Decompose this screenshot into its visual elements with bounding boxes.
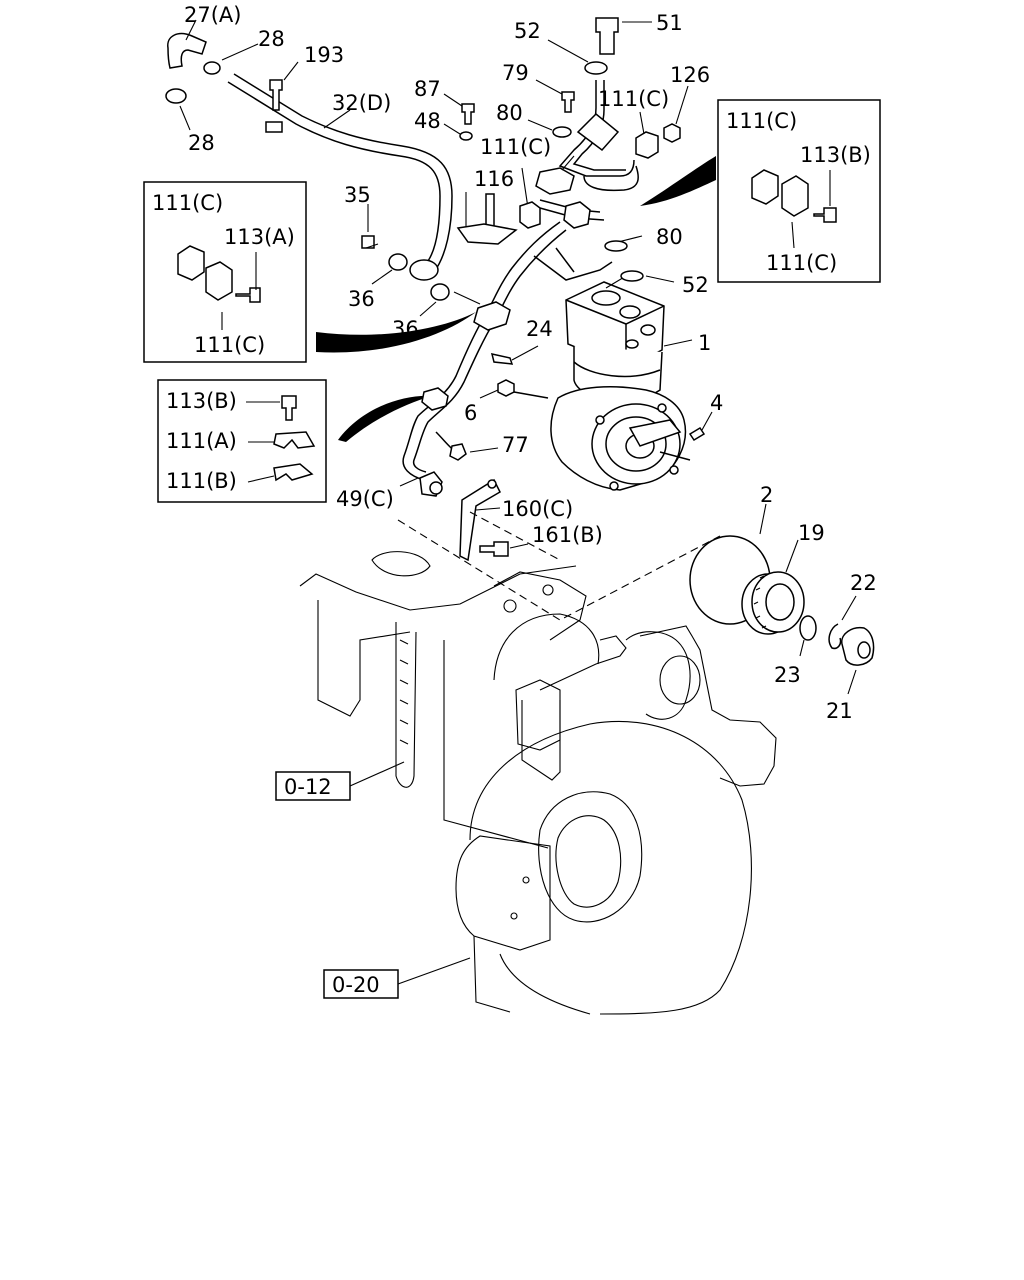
- bolt-icon: [461, 103, 475, 125]
- bolt-icon: [479, 541, 509, 557]
- inset-clamp-111ab: 113(B) 111(A) 111(B): [157, 379, 327, 503]
- flywheel-housing: [443, 640, 752, 1015]
- washer-icon: [388, 253, 408, 271]
- callout-19: 19: [798, 521, 825, 545]
- clamp-icon: [635, 131, 659, 159]
- clamp-half-icon: [781, 175, 809, 217]
- callout-111b: 111(B): [166, 469, 237, 493]
- callout-113b: 113(B): [800, 143, 871, 167]
- callout-4: 4: [710, 391, 723, 415]
- snap-ring-22: [828, 623, 842, 650]
- gear-19: [741, 571, 805, 635]
- section-swoosh: [640, 156, 716, 206]
- callout-51: 51: [656, 11, 683, 35]
- callout-28: 28: [258, 27, 285, 51]
- callout-111c: 111(C): [598, 87, 669, 111]
- callouts: 27(A) 28 28 193 32(D) 87 48 79 80 52 51 …: [184, 3, 877, 723]
- callout-21: 21: [826, 699, 853, 723]
- callout-27a: 27(A): [184, 3, 241, 27]
- section-swoosh: [338, 395, 432, 442]
- washer-icon: [620, 270, 644, 282]
- reference-label: 0-20: [332, 973, 380, 997]
- callout-161b: 161(B): [532, 523, 603, 547]
- callout-36: 36: [392, 317, 419, 341]
- oil-pipe-32d: [227, 73, 453, 281]
- callout-111c: 111(C): [152, 191, 223, 215]
- bolt-icon: [561, 91, 575, 113]
- callout-2: 2: [760, 483, 773, 507]
- nut-icon: [663, 123, 681, 143]
- bolt-icon: [235, 287, 261, 303]
- callout-80: 80: [496, 101, 523, 125]
- inset-clamp-113a: 111(C) 113(A) 111(C): [143, 181, 307, 363]
- callout-111a: 111(A): [166, 429, 237, 453]
- callout-35: 35: [344, 183, 371, 207]
- washer-icon: [459, 131, 473, 141]
- callout-111c: 111(C): [766, 251, 837, 275]
- callout-113b: 113(B): [166, 389, 237, 413]
- callout-116: 116: [474, 167, 514, 191]
- callout-22: 22: [850, 571, 877, 595]
- callout-52: 52: [682, 273, 709, 297]
- nut-21: [841, 626, 875, 666]
- stud-24: [490, 353, 514, 365]
- banjo-bolt-51: [595, 17, 619, 55]
- bolt-icon: [281, 395, 297, 421]
- washer-23: [799, 615, 817, 641]
- callout-36: 36: [348, 287, 375, 311]
- washer-icon: [604, 240, 628, 252]
- elbow-hose-27a: [165, 32, 221, 104]
- fitting-77: [449, 443, 467, 461]
- callout-23: 23: [774, 663, 801, 687]
- callout-113a: 113(A): [224, 225, 295, 249]
- callout-32d: 32(D): [332, 91, 391, 115]
- bracket-icon: [456, 223, 518, 245]
- bolt-icon: [361, 235, 375, 249]
- callout-28: 28: [188, 131, 215, 155]
- washer-icon: [584, 61, 608, 75]
- clamp-half-icon: [177, 245, 205, 281]
- callout-111c: 111(C): [480, 135, 551, 159]
- callout-80: 80: [656, 225, 683, 249]
- callout-87: 87: [414, 77, 441, 101]
- callout-1: 1: [698, 331, 711, 355]
- section-swoosh: [316, 312, 476, 353]
- callout-49c: 49(C): [336, 487, 394, 511]
- washer-icon: [430, 283, 450, 301]
- clamp-lower-icon: [273, 463, 314, 482]
- callout-24: 24: [526, 317, 553, 341]
- callout-48: 48: [414, 109, 441, 133]
- clamp-half-icon: [205, 261, 233, 301]
- callout-111c: 111(C): [194, 333, 265, 357]
- discharge-pipe: [535, 80, 639, 229]
- nut-icon: [497, 379, 515, 397]
- callout-77: 77: [502, 433, 529, 457]
- callout-193: 193: [304, 43, 344, 67]
- clamp-upper-icon: [273, 431, 316, 449]
- inset-clamp-113b: 111(C) 113(B) 111(C): [717, 99, 881, 283]
- engine-block-outline: [299, 511, 777, 788]
- callout-160c: 160(C): [502, 497, 573, 521]
- clamp-icon: [519, 201, 541, 229]
- callout-126: 126: [670, 63, 710, 87]
- oil-pipe-49c: [402, 221, 567, 497]
- reference-0-20[interactable]: 0-20: [323, 969, 399, 999]
- pin-4: [688, 426, 706, 442]
- bolt-icon: [813, 207, 837, 223]
- bolt-icon: [269, 79, 283, 111]
- callout-52: 52: [514, 19, 541, 43]
- callout-111c: 111(C): [726, 109, 797, 133]
- reference-0-12[interactable]: 0-12: [275, 771, 351, 801]
- clamp-half-icon: [751, 169, 779, 205]
- callout-6: 6: [464, 401, 477, 425]
- washer-icon: [552, 126, 572, 138]
- air-compressor-1: [550, 281, 687, 491]
- reference-label: 0-12: [284, 775, 332, 799]
- callout-79: 79: [502, 61, 529, 85]
